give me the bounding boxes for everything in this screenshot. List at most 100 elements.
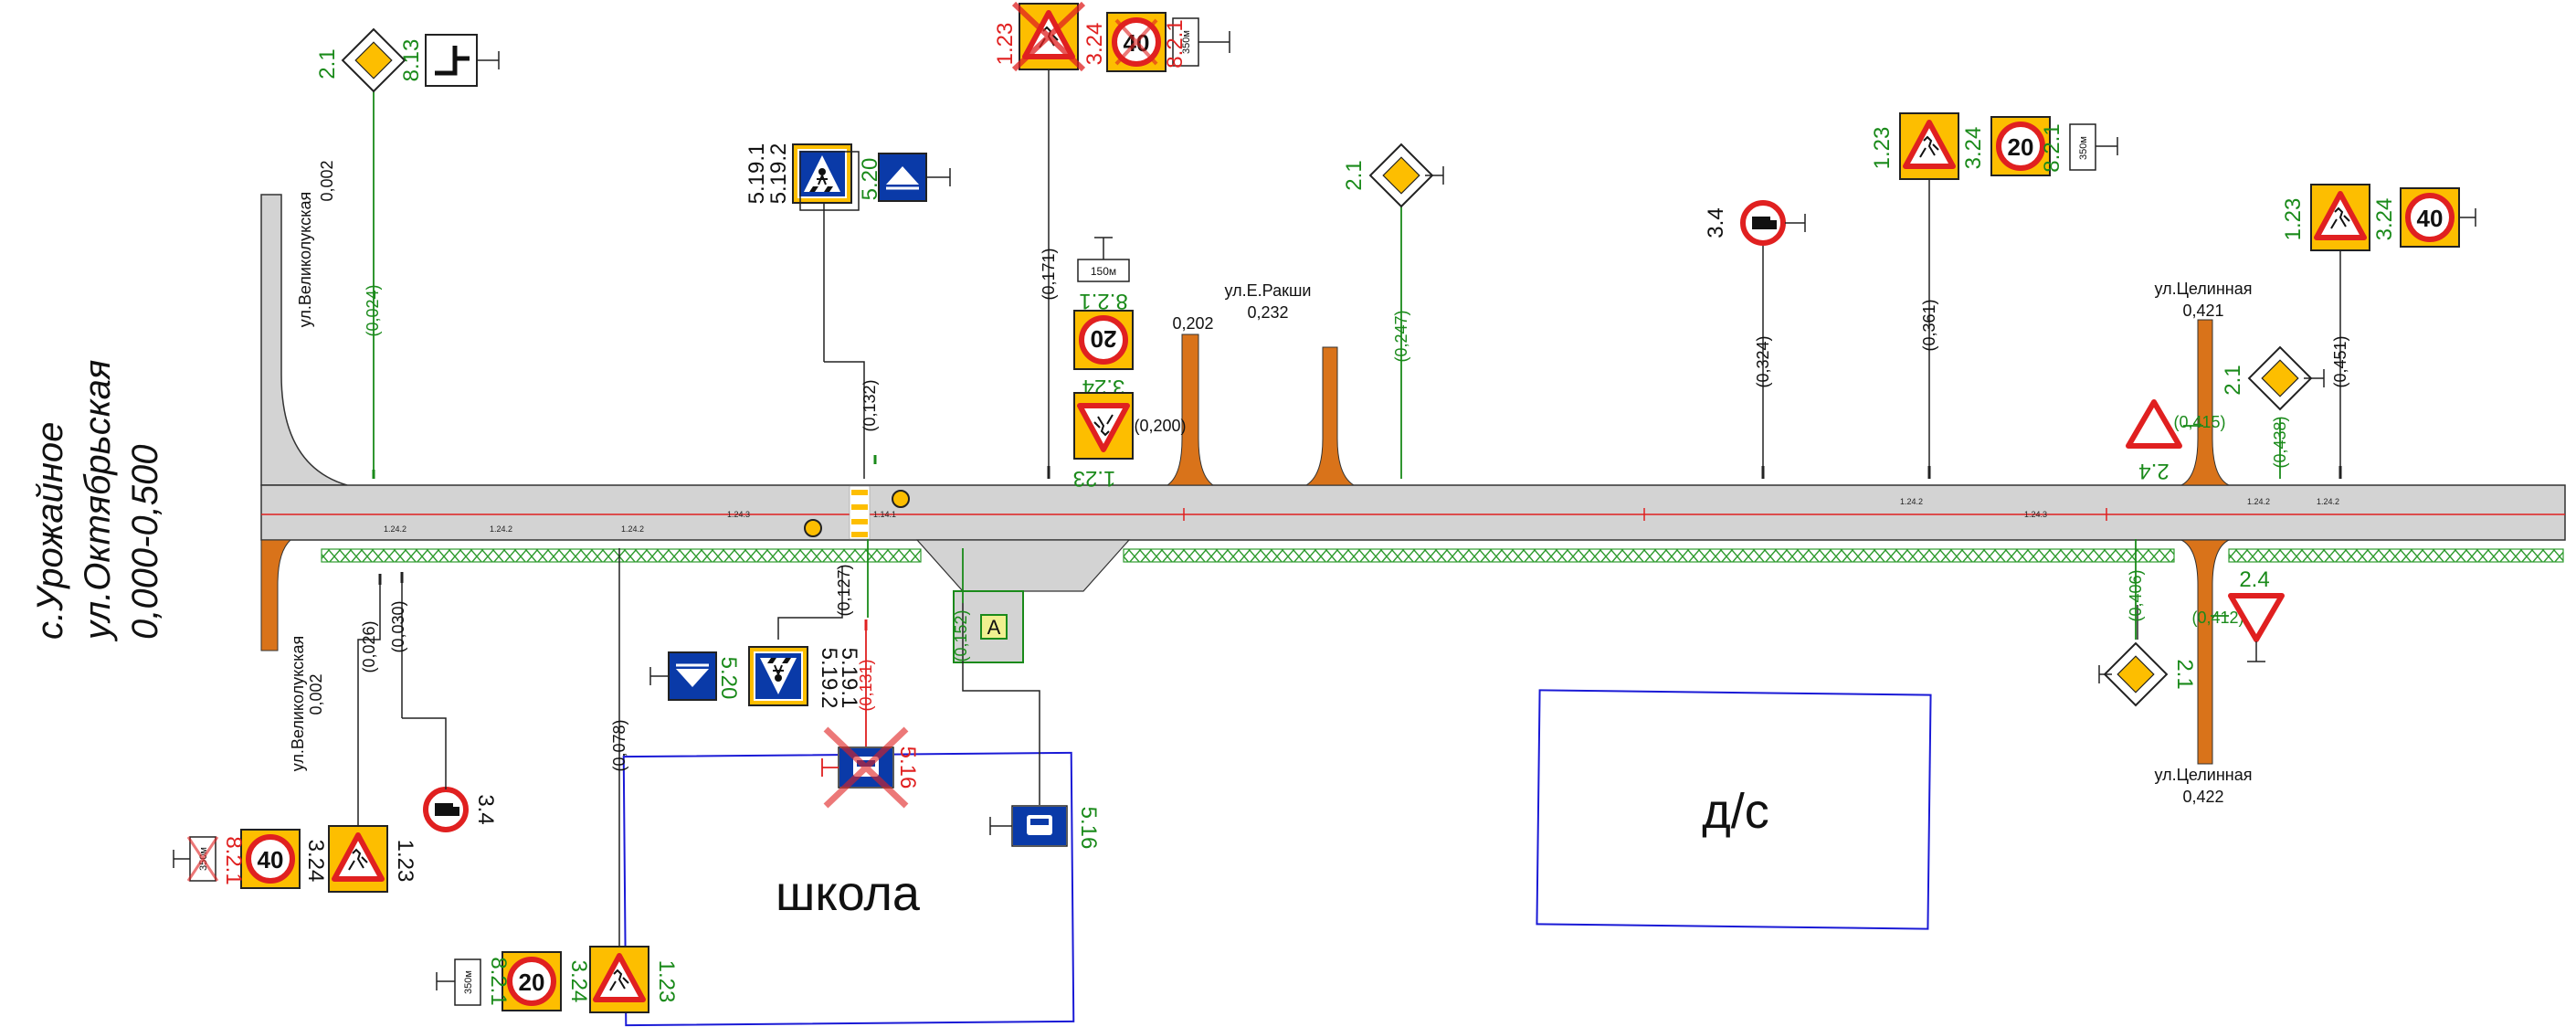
svg-text:1.24.2: 1.24.2: [384, 524, 406, 534]
svg-text:с.Урожайное: с.Урожайное: [30, 422, 70, 640]
svg-text:ул.Е.Ракши: ул.Е.Ракши: [1225, 281, 1312, 300]
junction-raksha-right: [1304, 346, 1356, 486]
svg-text:(0,415): (0,415): [2173, 413, 2225, 431]
svg-text:1.24.2: 1.24.2: [2247, 497, 2270, 506]
svg-text:3.24: 3.24: [303, 840, 328, 883]
post-markers: [372, 455, 2342, 630]
svg-text:ул.Октябрьская: ул.Октябрьская: [78, 360, 118, 642]
svg-text:3.24: 3.24: [566, 960, 591, 1003]
svg-text:2.4: 2.4: [2239, 567, 2269, 592]
svg-text:150м: 150м: [1091, 265, 1116, 278]
children-sign-far-right: [2311, 185, 2370, 250]
main-road-sign-2: [1369, 143, 1433, 207]
children-sign-mid: [1074, 393, 1133, 459]
no-trucks-sign-bottom: [426, 789, 466, 830]
svg-text:3.4: 3.4: [473, 794, 498, 824]
svg-text:1.24.3: 1.24.3: [727, 510, 750, 519]
street-labels: ул.Великолукская 0,002 ул.Великолукская …: [289, 160, 2253, 806]
direction-plate-8-13: [425, 34, 500, 87]
svg-text:(0,361): (0,361): [1920, 299, 1938, 351]
svg-text:2.1: 2.1: [2172, 659, 2197, 689]
marking-labels: 1.24.2 1.24.2 1.24.2 1.24.3 1.24.2 1.24.…: [384, 497, 2339, 534]
hump-sign-top: [877, 152, 928, 203]
no-trucks-sign-top: [1743, 203, 1783, 243]
traffic-light-top: [892, 490, 910, 508]
children-sign-top-right: [1900, 113, 1958, 179]
ped-crossing-sign-top: [792, 143, 852, 204]
bus-stop-letter: А: [987, 616, 1001, 639]
plate-350m-bottom: 350м: [436, 958, 481, 1006]
svg-text:0,002: 0,002: [318, 160, 336, 201]
svg-text:40: 40: [258, 846, 284, 873]
removed-signs-top: 40 350м: [1011, 4, 1230, 71]
svg-text:5.19.1: 5.19.1: [744, 143, 769, 205]
svg-text:5.19.1: 5.19.1: [837, 648, 861, 709]
svg-text:(0,024): (0,024): [364, 284, 382, 336]
pedestrian-crossing: 1.14.1: [849, 485, 896, 540]
svg-text:1.23: 1.23: [654, 960, 679, 1003]
school-label: школа: [776, 866, 921, 921]
svg-text:20: 20: [1091, 325, 1117, 353]
main-road-sign-3: [2248, 346, 2312, 410]
svg-text:(0,438): (0,438): [2271, 416, 2289, 468]
svg-text:(0,451): (0,451): [2331, 335, 2349, 387]
svg-text:1.23: 1.23: [1073, 466, 1116, 491]
svg-text:(0,026): (0,026): [360, 620, 378, 672]
svg-text:(0,078): (0,078): [610, 719, 628, 771]
svg-text:2.1: 2.1: [315, 48, 340, 79]
svg-text:(0,127): (0,127): [835, 564, 853, 616]
svg-text:ул.Великолукская: ул.Великолукская: [289, 636, 307, 771]
svg-text:5.20: 5.20: [858, 158, 882, 201]
svg-text:8.2.1: 8.2.1: [221, 836, 246, 884]
removed-bus-stop-sign: [821, 726, 909, 809]
svg-text:5.20: 5.20: [716, 657, 741, 700]
svg-text:8.2.1: 8.2.1: [1163, 19, 1188, 68]
svg-text:(0,131): (0,131): [857, 659, 875, 711]
svg-text:2.1: 2.1: [1342, 160, 1367, 190]
junction-raksha-left: [1166, 334, 1215, 486]
svg-text:350м: 350м: [2078, 136, 2089, 160]
ped-crossing-sign-bottom: [748, 646, 808, 706]
svg-text:20: 20: [519, 969, 545, 996]
svg-text:(0,132): (0,132): [860, 379, 879, 431]
svg-text:3.24: 3.24: [1082, 23, 1107, 66]
svg-text:(0,324): (0,324): [1754, 335, 1772, 387]
traffic-light-bottom: [804, 519, 822, 537]
kindergarten-building: [1536, 689, 1932, 930]
svg-text:ул.Целинная: ул.Целинная: [2154, 766, 2252, 784]
svg-text:1.24.2: 1.24.2: [2317, 497, 2339, 506]
svg-text:5.19.2: 5.19.2: [817, 648, 841, 709]
svg-text:5.16: 5.16: [895, 746, 920, 789]
svg-text:5.19.2: 5.19.2: [766, 143, 791, 205]
svg-text:ул.Целинная: ул.Целинная: [2154, 280, 2252, 298]
svg-text:3.24: 3.24: [2372, 198, 2397, 241]
svg-text:2.4: 2.4: [2138, 459, 2169, 483]
yield-sign-top: [2128, 402, 2180, 446]
svg-text:1.24.2: 1.24.2: [1900, 497, 1923, 506]
svg-text:(0,030): (0,030): [389, 600, 407, 652]
station-labels: (0,024) (0,026) (0,030) (0,078) (0,127) …: [360, 248, 2349, 771]
svg-text:1.24.2: 1.24.2: [621, 524, 644, 534]
bus-pocket: [915, 539, 1131, 592]
svg-text:5.16: 5.16: [1076, 807, 1101, 850]
svg-text:40: 40: [2417, 205, 2444, 232]
svg-text:3.24: 3.24: [1961, 127, 1986, 170]
svg-text:0,002: 0,002: [307, 673, 325, 715]
junction-velikoluk-bottom: [260, 539, 292, 651]
children-sign-bottom: [590, 947, 649, 1012]
svg-text:1.23: 1.23: [393, 840, 417, 883]
removed-plate-bottom-left: 350м: [173, 836, 219, 882]
main-road-sign-4: [2104, 642, 2168, 706]
svg-text:1.23: 1.23: [2281, 198, 2306, 241]
svg-text:350м: 350м: [1181, 30, 1192, 54]
svg-text:3.4: 3.4: [1704, 207, 1728, 238]
svg-text:20: 20: [2008, 133, 2034, 161]
junction-celinnaya-bottom: [2180, 539, 2230, 765]
svg-text:(0,412): (0,412): [2191, 609, 2243, 627]
children-sign-bottom-left: [329, 826, 387, 892]
bus-stop-sign-new: [1011, 805, 1068, 847]
fence-right: [2228, 548, 2564, 563]
svg-text:1.24.3: 1.24.3: [2024, 510, 2047, 519]
kindergarten-label: д/с: [1702, 784, 1769, 839]
svg-text:(0,200): (0,200): [1134, 417, 1186, 435]
